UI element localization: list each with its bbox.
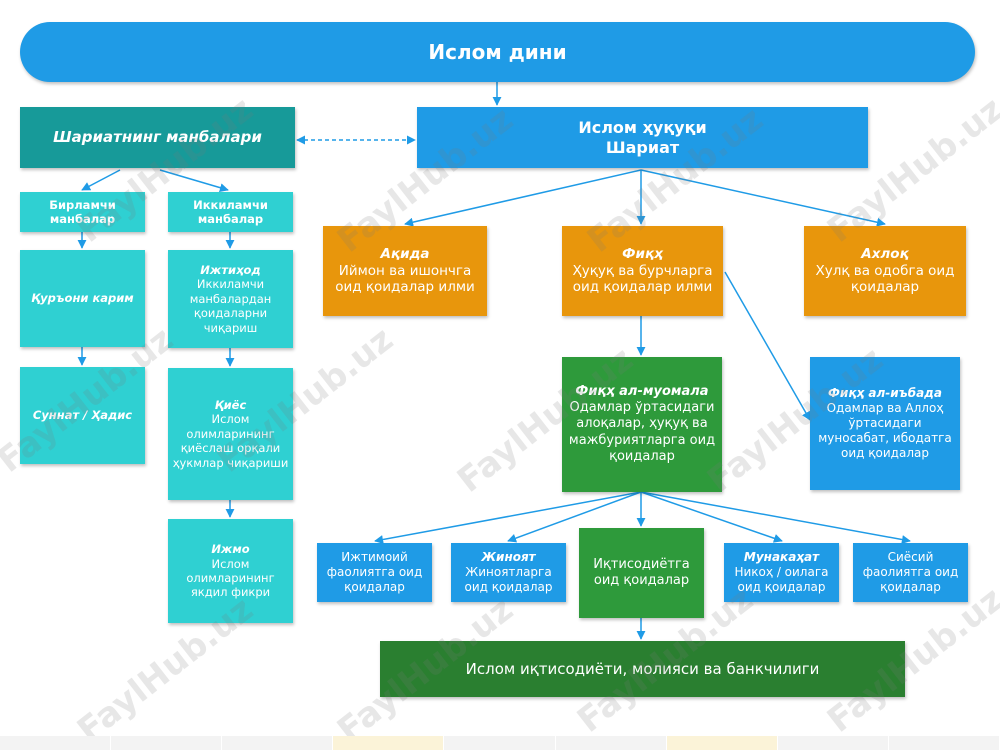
connector (640, 169, 886, 227)
connector (724, 271, 811, 421)
shariat-line2: Шариат (605, 137, 680, 157)
aqida-name: Ақида (380, 245, 430, 262)
fiqh-name: Фиқҳ (622, 245, 663, 262)
crime-desc: Жиноятларга оид қоидалар (464, 565, 553, 594)
box-axloq: Ахлоқ Хулқ ва одобга оид қоидалар (804, 226, 966, 316)
axloq-desc: Хулқ ва одобга оид қоидалар (815, 262, 955, 296)
box-qiyas: Қиёс Ислом олимларининг қиёслаш орқали ҳ… (168, 368, 293, 500)
secondary-label: Иккиламчи манбалар (193, 197, 268, 226)
connector (640, 491, 783, 543)
ijtihad-desc: Иккиламчи манбалардан қоидаларни чиқариш (189, 277, 272, 335)
marriage-name: Мунакаҳат (743, 550, 820, 564)
box-ijmo: Ижмо Ислом олимларининг якдил фикри (168, 519, 293, 623)
sources-title: Шариатнинг манбалари (53, 128, 262, 147)
footer-strip (0, 736, 1000, 750)
box-quran: Қуръони карим (20, 250, 145, 347)
box-secondary-sources: Иккиламчи манбалар (168, 192, 293, 232)
box-fiqh-ibada: Фиқҳ ал-иъбада Одамлар ва Аллоҳ ўртасида… (810, 357, 960, 490)
fiqh-desc: Ҳуқуқ ва бурчларга оид қоидалар илми (572, 262, 713, 296)
box-politics: Сиёсий фаолиятга оид қоидалар (853, 543, 968, 602)
marriage-desc: Никоҳ / оилага оид қоидалар (734, 565, 829, 594)
connector (81, 169, 121, 191)
crime-name: Жиноят (481, 550, 536, 564)
box-shariat: Ислом ҳуқуқи Шариат (417, 107, 868, 168)
ijmo-desc: Ислом олимларининг якдил фикри (186, 556, 275, 600)
primary-label: Бирламчи манбалар (49, 197, 116, 226)
connector (640, 491, 911, 544)
box-primary-sources: Бирламчи манбалар (20, 192, 145, 232)
connector (159, 169, 229, 193)
qiyas-name: Қиёс (214, 398, 247, 413)
quran-label: Қуръони карим (31, 291, 134, 306)
box-marriage: Мунакаҳат Никоҳ / оилага оид қоидалар (724, 543, 839, 602)
ijtihad-name: Ижтиҳод (200, 263, 261, 278)
box-sources: Шариатнинг манбалари (20, 107, 295, 168)
connector (404, 169, 642, 227)
connector (507, 491, 642, 543)
box-social: Ижтимоий фаолиятга оид қоидалар (317, 543, 432, 602)
aqida-desc: Иймон ва ишончга оид қоидалар илми (335, 262, 475, 296)
politics-desc: Сиёсий фаолиятга оид қоидалар (862, 550, 959, 594)
banner-title: Ислом дини (428, 39, 567, 64)
shariat-line1: Ислом ҳуқуқи (578, 117, 707, 137)
bottom-label: Ислом иқтисодиёти, молияси ва банкчилиги (465, 659, 820, 678)
box-islamic-finance: Ислом иқтисодиёти, молияси ва банкчилиги (380, 641, 905, 697)
economy-desc: Иқтисодиётга оид қоидалар (593, 556, 690, 588)
muamala-name: Фиқҳ ал-муомала (575, 383, 709, 399)
box-sunnah: Суннат / Ҳадис (20, 367, 145, 464)
qiyas-desc: Ислом олимларининг қиёслаш орқали ҳукмла… (172, 412, 289, 470)
ijmo-name: Ижмо (211, 542, 250, 557)
box-economy: Иқтисодиётга оид қоидалар (579, 528, 704, 618)
banner-islam: Ислом дини (20, 22, 975, 82)
social-desc: Ижтимоий фаолиятга оид қоидалар (326, 550, 423, 594)
ibada-name: Фиқҳ ал-иъбада (828, 386, 942, 400)
box-crime: Жиноят Жиноятларга оид қоидалар (451, 543, 566, 602)
muamala-desc: Одамлар ўртасидаги алоқалар, ҳуқуқ ва ма… (568, 400, 716, 464)
sunnah-label: Суннат / Ҳадис (32, 408, 133, 423)
box-fiqh: Фиқҳ Ҳуқуқ ва бурчларга оид қоидалар илм… (562, 226, 723, 316)
box-aqida: Ақида Иймон ва ишончга оид қоидалар илми (323, 226, 487, 316)
ibada-desc: Одамлар ва Аллоҳ ўртасидаги муносабат, и… (818, 401, 952, 460)
box-fiqh-muamala: Фиқҳ ал-муомала Одамлар ўртасидаги алоқа… (562, 357, 722, 492)
connector (374, 491, 642, 544)
axloq-name: Ахлоқ (861, 245, 909, 262)
box-ijtihad: Ижтиҳод Иккиламчи манбалардан қоидаларни… (168, 250, 293, 348)
